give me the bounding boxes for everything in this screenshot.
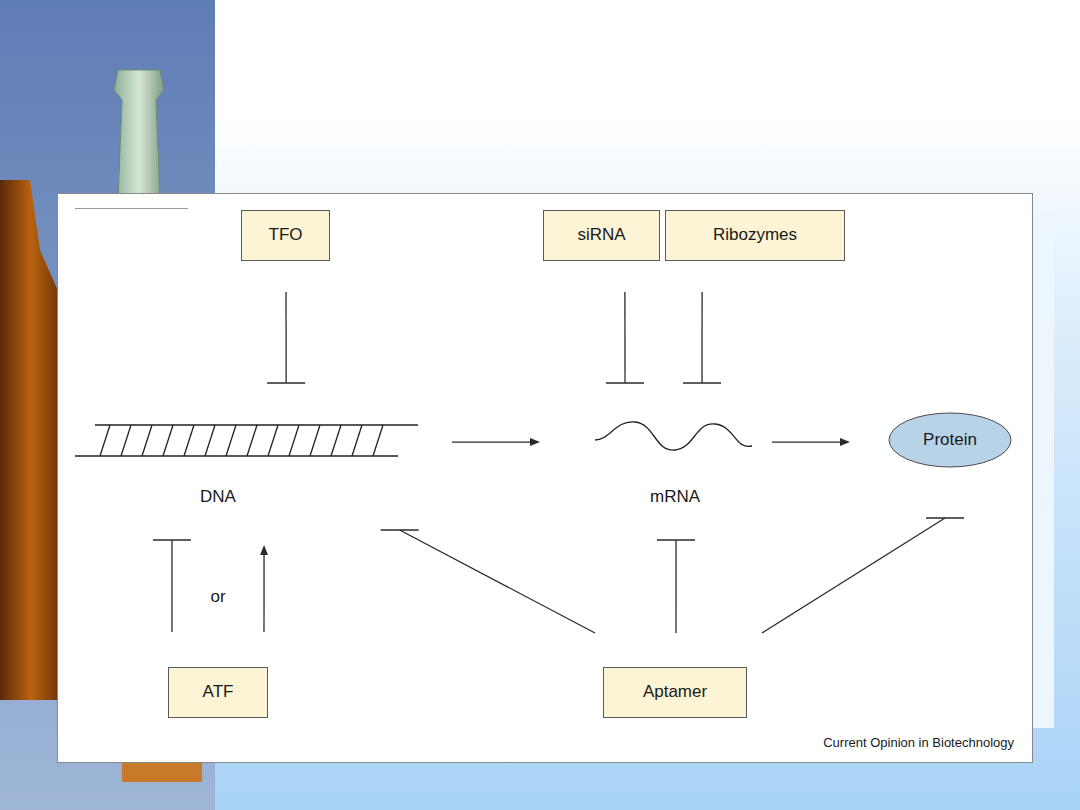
dna-helix: DNA (75, 400, 420, 508)
regulator-box: ATF (168, 667, 268, 718)
inhibition-connector (657, 540, 695, 633)
glass-bottle (114, 70, 164, 200)
inhibition-connector (606, 292, 644, 383)
mrna-drawing (590, 400, 760, 470)
mrna-strand: mRNA (590, 400, 760, 508)
node-label: siRNA (577, 225, 625, 245)
bottle-base (122, 762, 202, 782)
inhibition-connector (267, 292, 305, 383)
inhibition-connector (381, 530, 595, 633)
figure-panel (58, 194, 1033, 763)
inhibition-connector (762, 518, 964, 633)
inhibition-connector (153, 540, 191, 632)
regulator-box: Aptamer (603, 667, 747, 718)
inhibitor-box: Ribozymes (665, 210, 845, 261)
source-credit: Current Opinion in Biotechnology (823, 735, 1014, 750)
node-label: Aptamer (643, 682, 707, 702)
node-label: mRNA (590, 487, 760, 507)
inhibitor-box: TFO (241, 210, 330, 261)
panel-shadow (1032, 215, 1054, 728)
activation-arrow (260, 545, 268, 632)
node-label: Protein (923, 430, 977, 450)
activation-arrow (452, 438, 540, 446)
brown-bottle (0, 180, 62, 700)
or-label: or (210, 587, 225, 607)
node-label: ATF (203, 682, 234, 702)
node-label: TFO (269, 225, 303, 245)
node-label: DNA (75, 487, 361, 507)
inhibition-connector (683, 292, 721, 383)
inhibitor-box: siRNA (543, 210, 660, 261)
protein-ellipse: Protein (888, 412, 1012, 468)
node-label: Ribozymes (713, 225, 797, 245)
dna-drawing (75, 400, 420, 470)
activation-arrow (772, 438, 850, 446)
panel-rule (75, 208, 188, 209)
